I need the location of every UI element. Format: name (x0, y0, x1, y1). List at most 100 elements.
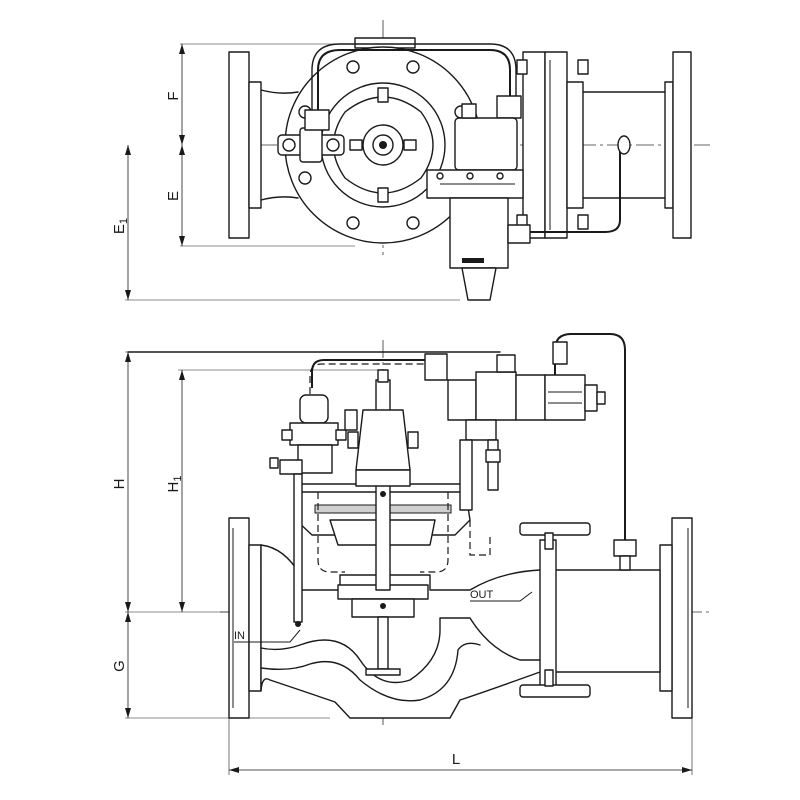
flow-passage-lower (260, 642, 481, 702)
front-pilot-fitting (424, 353, 448, 381)
top-fitting-left (349, 139, 363, 151)
flow-labels: IN OUT (234, 589, 533, 643)
pilot-reg-center (475, 371, 517, 421)
dim-label-l: L (452, 751, 460, 768)
sensing-pipe-tap (619, 555, 631, 571)
pilot-flange-bolt-2 (466, 172, 474, 180)
front-pilot-hidden-line (309, 363, 430, 394)
top-fitting-lower (377, 187, 389, 203)
top-outlet-pipe (582, 91, 666, 199)
top-bonnet-boss (332, 96, 434, 194)
needle-valve-cap (269, 457, 279, 469)
top-pilot-pipe-upper-inner (311, 43, 517, 119)
needle-valve-body (289, 422, 339, 446)
flow-label-inlet: IN (234, 630, 245, 642)
top-left-flange (228, 51, 299, 239)
top-stem-center (379, 141, 387, 149)
flow-label-outlet: OUT (470, 589, 494, 601)
top-right-flange-plate (672, 51, 692, 239)
needle-valve-tube-end (295, 621, 301, 627)
top-pilot-pipe-upper (317, 49, 511, 118)
dim-arrow-h-top (125, 352, 131, 362)
top-left-flange-neck (248, 81, 262, 209)
dim-arrow-h-bottom (125, 602, 131, 612)
dim-arrow-h1-top (179, 370, 185, 380)
bonnet-bolt-2 (406, 60, 420, 74)
top-left-flange-plate (228, 51, 250, 239)
stem-pin-2 (380, 603, 386, 609)
top-mid-flange-neck (566, 81, 584, 209)
needle-valve-lower (297, 444, 333, 474)
needle-valve-nut-right (326, 138, 340, 152)
front-left-flange-plate (228, 517, 250, 719)
needle-valve-tube (293, 473, 303, 623)
top-mid-flange-plate-2 (544, 51, 568, 239)
front-mid-flange-bottom-bolts (519, 684, 591, 698)
top-pipe-fitting-left (304, 109, 330, 131)
needle-valve-head (299, 394, 329, 424)
dim-arrow-e1-top (125, 145, 131, 155)
hidden-chamber-right (420, 492, 449, 573)
dim-label-f: F (165, 91, 182, 100)
top-needle-valve (277, 127, 345, 163)
dim-arrow-g-top (125, 612, 131, 622)
front-right-flange (659, 517, 693, 719)
dim-arrow-h1-bottom (179, 602, 185, 612)
pilot-reg-downtube (459, 439, 473, 511)
valve-guide-foot (365, 668, 401, 676)
top-right-flange (516, 51, 692, 239)
flow-passage (260, 617, 541, 684)
top-pipe-fitting-right (496, 95, 522, 119)
stem-housing-base (355, 469, 411, 487)
top-view: F E E1 (111, 20, 710, 301)
bonnet-bolt-5 (298, 171, 312, 185)
pilot-regulator-nameplate (462, 258, 484, 263)
stem-housing (355, 409, 411, 471)
needle-valve-nut-left (282, 138, 296, 152)
stem-pin-1 (380, 491, 386, 497)
front-pilot-regulator (447, 333, 637, 571)
front-right-flange-plate (671, 517, 693, 719)
pilot-reg-top-port (496, 354, 516, 373)
front-pilot-pipe (311, 359, 428, 388)
dim-arrow-l-left (229, 767, 239, 773)
pilot-reg-bonnet (515, 374, 546, 421)
dim-arrow-e1-bottom (125, 290, 131, 300)
pilot-regulator-adjust-screw (461, 267, 497, 301)
dim-label-h: H (111, 479, 128, 490)
top-sensing-line (523, 150, 621, 233)
pilot-reg-sensing-fitting (552, 341, 568, 365)
top-outlet-tap (617, 135, 631, 155)
top-flange-bolt-2 (577, 59, 589, 75)
dim-label-e1-main: E (111, 224, 128, 234)
top-view-dimensions: F E E1 (111, 43, 460, 301)
pilot-flange-bolt-1 (436, 172, 444, 180)
front-view: IN OUT H H1 G (111, 333, 710, 775)
dim-arrow-f-bottom (179, 135, 185, 145)
pilot-flange-bolt-3 (496, 172, 504, 180)
front-view-dimensions: H H1 G L (111, 351, 693, 775)
dim-arrow-g-bottom (125, 708, 131, 718)
dim-label-h1-main: H (165, 482, 182, 493)
pilot-reg-spring-case (544, 374, 586, 421)
housing-bolt-left (347, 431, 359, 449)
front-bolt-lower (544, 669, 554, 687)
bonnet-bolt-7 (406, 216, 420, 230)
dim-arrow-l-right (682, 767, 692, 773)
dim-label-e1-subscript: 1 (118, 218, 130, 224)
top-flange-bolt-4 (577, 214, 589, 230)
pilot-reg-adjust (584, 384, 598, 412)
dim-arrow-e-top (179, 145, 185, 155)
dim-arrow-f-top (179, 44, 185, 54)
dim-label-h1: H1 (165, 476, 184, 493)
needle-valve-fitting (279, 459, 303, 475)
needle-valve-port-left (281, 429, 293, 441)
flow-arrow-outlet (470, 591, 533, 602)
front-mid-flange-plate (539, 539, 557, 691)
needle-valve-side-fitting (344, 409, 358, 431)
front-left-flange (228, 517, 262, 719)
hidden-chamber-left (317, 492, 345, 573)
hidden-side-port (469, 520, 491, 556)
dim-arrow-e-bottom (179, 236, 185, 246)
